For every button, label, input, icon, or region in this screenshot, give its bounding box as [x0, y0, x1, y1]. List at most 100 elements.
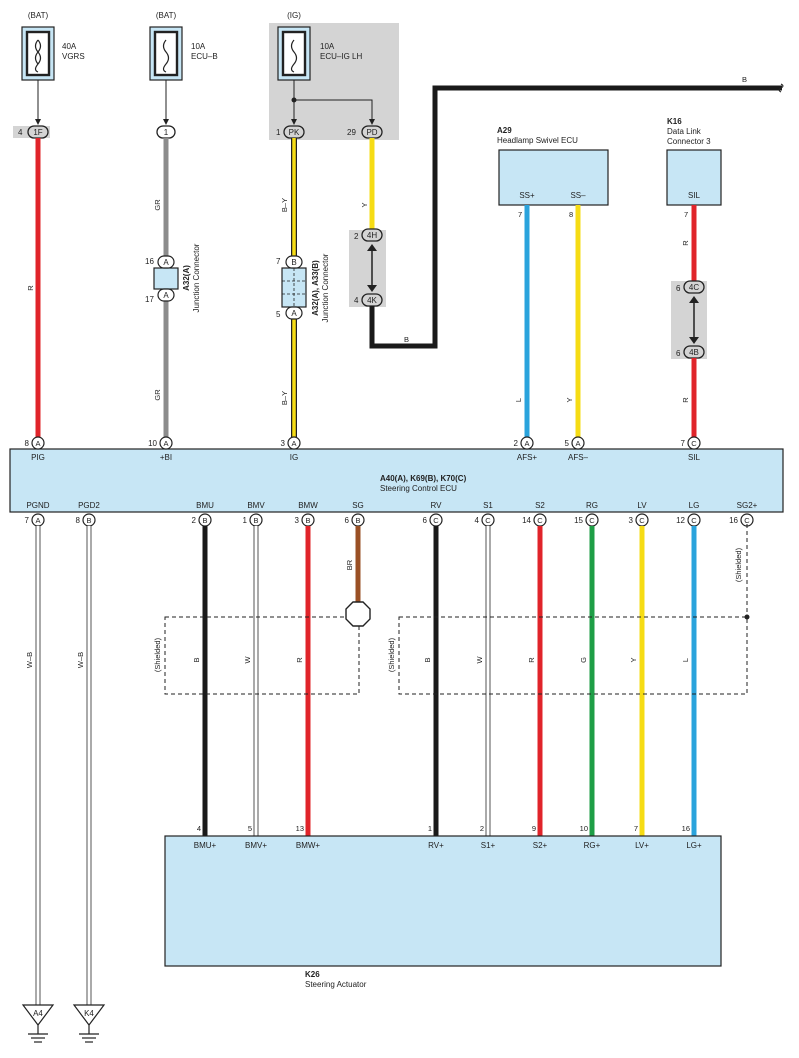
ecu-top-pin-afs: A5 [565, 436, 585, 450]
ecu-bottom-pin-s2: C14 [522, 513, 547, 527]
ecu-bottom-pin-bmu-conn: B [202, 516, 207, 525]
a29-headlamp-swivel-ecu: A29 Headlamp Swivel ECU SS+ SS– 7 8 [497, 126, 609, 219]
ecu-bottom-pin-label: PGD2 [78, 501, 100, 510]
actuator-pin-label: RG+ [584, 841, 601, 850]
svg-text:1: 1 [164, 128, 169, 137]
svg-text:4: 4 [354, 296, 359, 305]
svg-text:Steering Actuator: Steering Actuator [305, 980, 367, 989]
ecu-bottom-pin-s1-num: 4 [475, 516, 480, 525]
ecu-bottom-pin-lv-num: 3 [629, 516, 634, 525]
svg-text:4C: 4C [689, 283, 699, 292]
svg-text:7: 7 [518, 210, 522, 219]
ecu-bottom-pin-bmv: B1 [243, 513, 263, 527]
ecu-bottom-pin-sg-conn: B [355, 516, 360, 525]
ecu-top-pin-sil: C7 [681, 436, 701, 450]
svg-text:B–Y: B–Y [280, 391, 289, 405]
ecu-bottom-pin-sg: B6 [345, 513, 365, 527]
actuator-pin-num: 9 [532, 824, 536, 833]
shielded-label-right: (Shielded) [387, 637, 396, 672]
svg-text:10A: 10A [320, 42, 335, 51]
ecu-bottom-pin-sg2-conn: C [744, 516, 750, 525]
svg-text:Y: Y [360, 202, 369, 207]
wire-black-b [369, 85, 782, 349]
ecu-top-pin-bi-conn: A [163, 439, 168, 448]
svg-text:Junction Connector: Junction Connector [192, 243, 201, 312]
ecu-bottom-pin-pgd2: B8 [76, 513, 96, 527]
ecu-bottom-pin-rv: C6 [423, 513, 443, 527]
ecu-bottom-pin-label: PGND [26, 501, 49, 510]
fuse-vgrs: (BAT) 40A VGRS [21, 11, 85, 81]
ecu-top-pin-pig-num: 8 [25, 439, 30, 448]
svg-text:B: B [742, 75, 747, 84]
steering-control-ecu: A40(A), K69(B), K70(C) Steering Control … [9, 448, 784, 513]
svg-text:A: A [163, 258, 169, 267]
ecu-top-pin-bi-num: 10 [148, 439, 157, 448]
ecu-bottom-pin-bmv-num: 1 [243, 516, 248, 525]
svg-text:(IG): (IG) [287, 11, 301, 20]
connector-4c: 6 4C [676, 280, 705, 294]
ecu-bottom-pin-rg-conn: C [589, 516, 595, 525]
svg-text:PD: PD [366, 128, 377, 137]
svg-text:Data Link: Data Link [667, 127, 702, 136]
svg-text:SIL: SIL [688, 191, 701, 200]
ecu-top-pin-ig-conn: A [291, 439, 296, 448]
ecu-bottom-pin-label: BMW [298, 501, 318, 510]
shield-box-left [164, 616, 360, 695]
ecu-bottom-pin-bmw: B3 [295, 513, 315, 527]
svg-text:B: B [291, 258, 296, 267]
lower-wire-color-label: W–B [76, 652, 85, 668]
ecu-bottom-pin-rg: C 15 [574, 513, 599, 527]
actuator-pin-num: 5 [248, 824, 252, 833]
ecu-top-pin-afs-conn: A [524, 439, 529, 448]
fuse-ecu-b: (BAT) 10A ECU–B [149, 11, 218, 81]
actuator-pin-num: 1 [428, 824, 432, 833]
svg-text:PK: PK [289, 128, 300, 137]
fuse-ecu-ig-lh: (IG) 10A ECU–IG LH [277, 11, 362, 81]
lower-wire-color-label: W [475, 656, 484, 664]
svg-text:K4: K4 [84, 1009, 94, 1018]
ground-k4: K4 [72, 1004, 106, 1043]
connector-4h: 2 4H [354, 228, 383, 242]
junction-a32: 16 A 17 A A32(A) Junction Connector [145, 243, 201, 312]
ecu-bottom-pin-label: SG2+ [737, 501, 758, 510]
ecu-top-pin-label: +BI [160, 453, 172, 462]
ecu-top-pin-label: IG [290, 453, 298, 462]
actuator-pin-num: 2 [480, 824, 484, 833]
ecu-top-pin-afs-conn: A [575, 439, 580, 448]
svg-text:GR: GR [153, 389, 162, 401]
ecu-bottom-pin-lg-conn: C [691, 516, 697, 525]
lower-wire-color-label: Y [629, 657, 638, 662]
svg-text:6: 6 [676, 349, 681, 358]
actuator-pin-num: 16 [682, 824, 690, 833]
ecu-top-pin-sil-conn: C [691, 439, 697, 448]
lower-wire-color-label: BR [345, 559, 354, 570]
ecu-top-pin-bi: A 10 [148, 436, 173, 450]
svg-text:SS–: SS– [570, 191, 586, 200]
svg-text:GR: GR [153, 199, 162, 211]
svg-text:ECU–B: ECU–B [191, 52, 218, 61]
svg-text:A: A [163, 291, 169, 300]
actuator-pin-label: BMU+ [194, 841, 217, 850]
svg-text:Headlamp Swivel ECU: Headlamp Swivel ECU [497, 136, 578, 145]
actuator-pin-label: LV+ [635, 841, 649, 850]
svg-text:A40(A), K69(B), K70(C): A40(A), K69(B), K70(C) [380, 474, 467, 483]
svg-text:SS+: SS+ [519, 191, 535, 200]
ecu-top-pin-label: AFS– [568, 453, 589, 462]
ecu-bottom-pin-rv-conn: C [433, 516, 439, 525]
ecu-bottom-pin-label: SG [352, 501, 364, 510]
ecu-bottom-pin-pgd2-num: 8 [76, 516, 81, 525]
ecu-top-pin-label: SIL [688, 453, 701, 462]
svg-text:A29: A29 [497, 126, 512, 135]
svg-text:R: R [681, 240, 690, 246]
svg-text:2: 2 [354, 232, 359, 241]
ecu-top-pin-label: AFS+ [517, 453, 538, 462]
ecu-bottom-pin-bmw-conn: B [305, 516, 310, 525]
ecu-bottom-pin-bmu-num: 2 [192, 516, 197, 525]
ecu-bottom-pin-rg-num: 15 [574, 516, 583, 525]
svg-text:R: R [681, 397, 690, 403]
ecu-bottom-pin-bmw-num: 3 [295, 516, 300, 525]
ecu-bottom-pin-s1: C4 [475, 513, 495, 527]
